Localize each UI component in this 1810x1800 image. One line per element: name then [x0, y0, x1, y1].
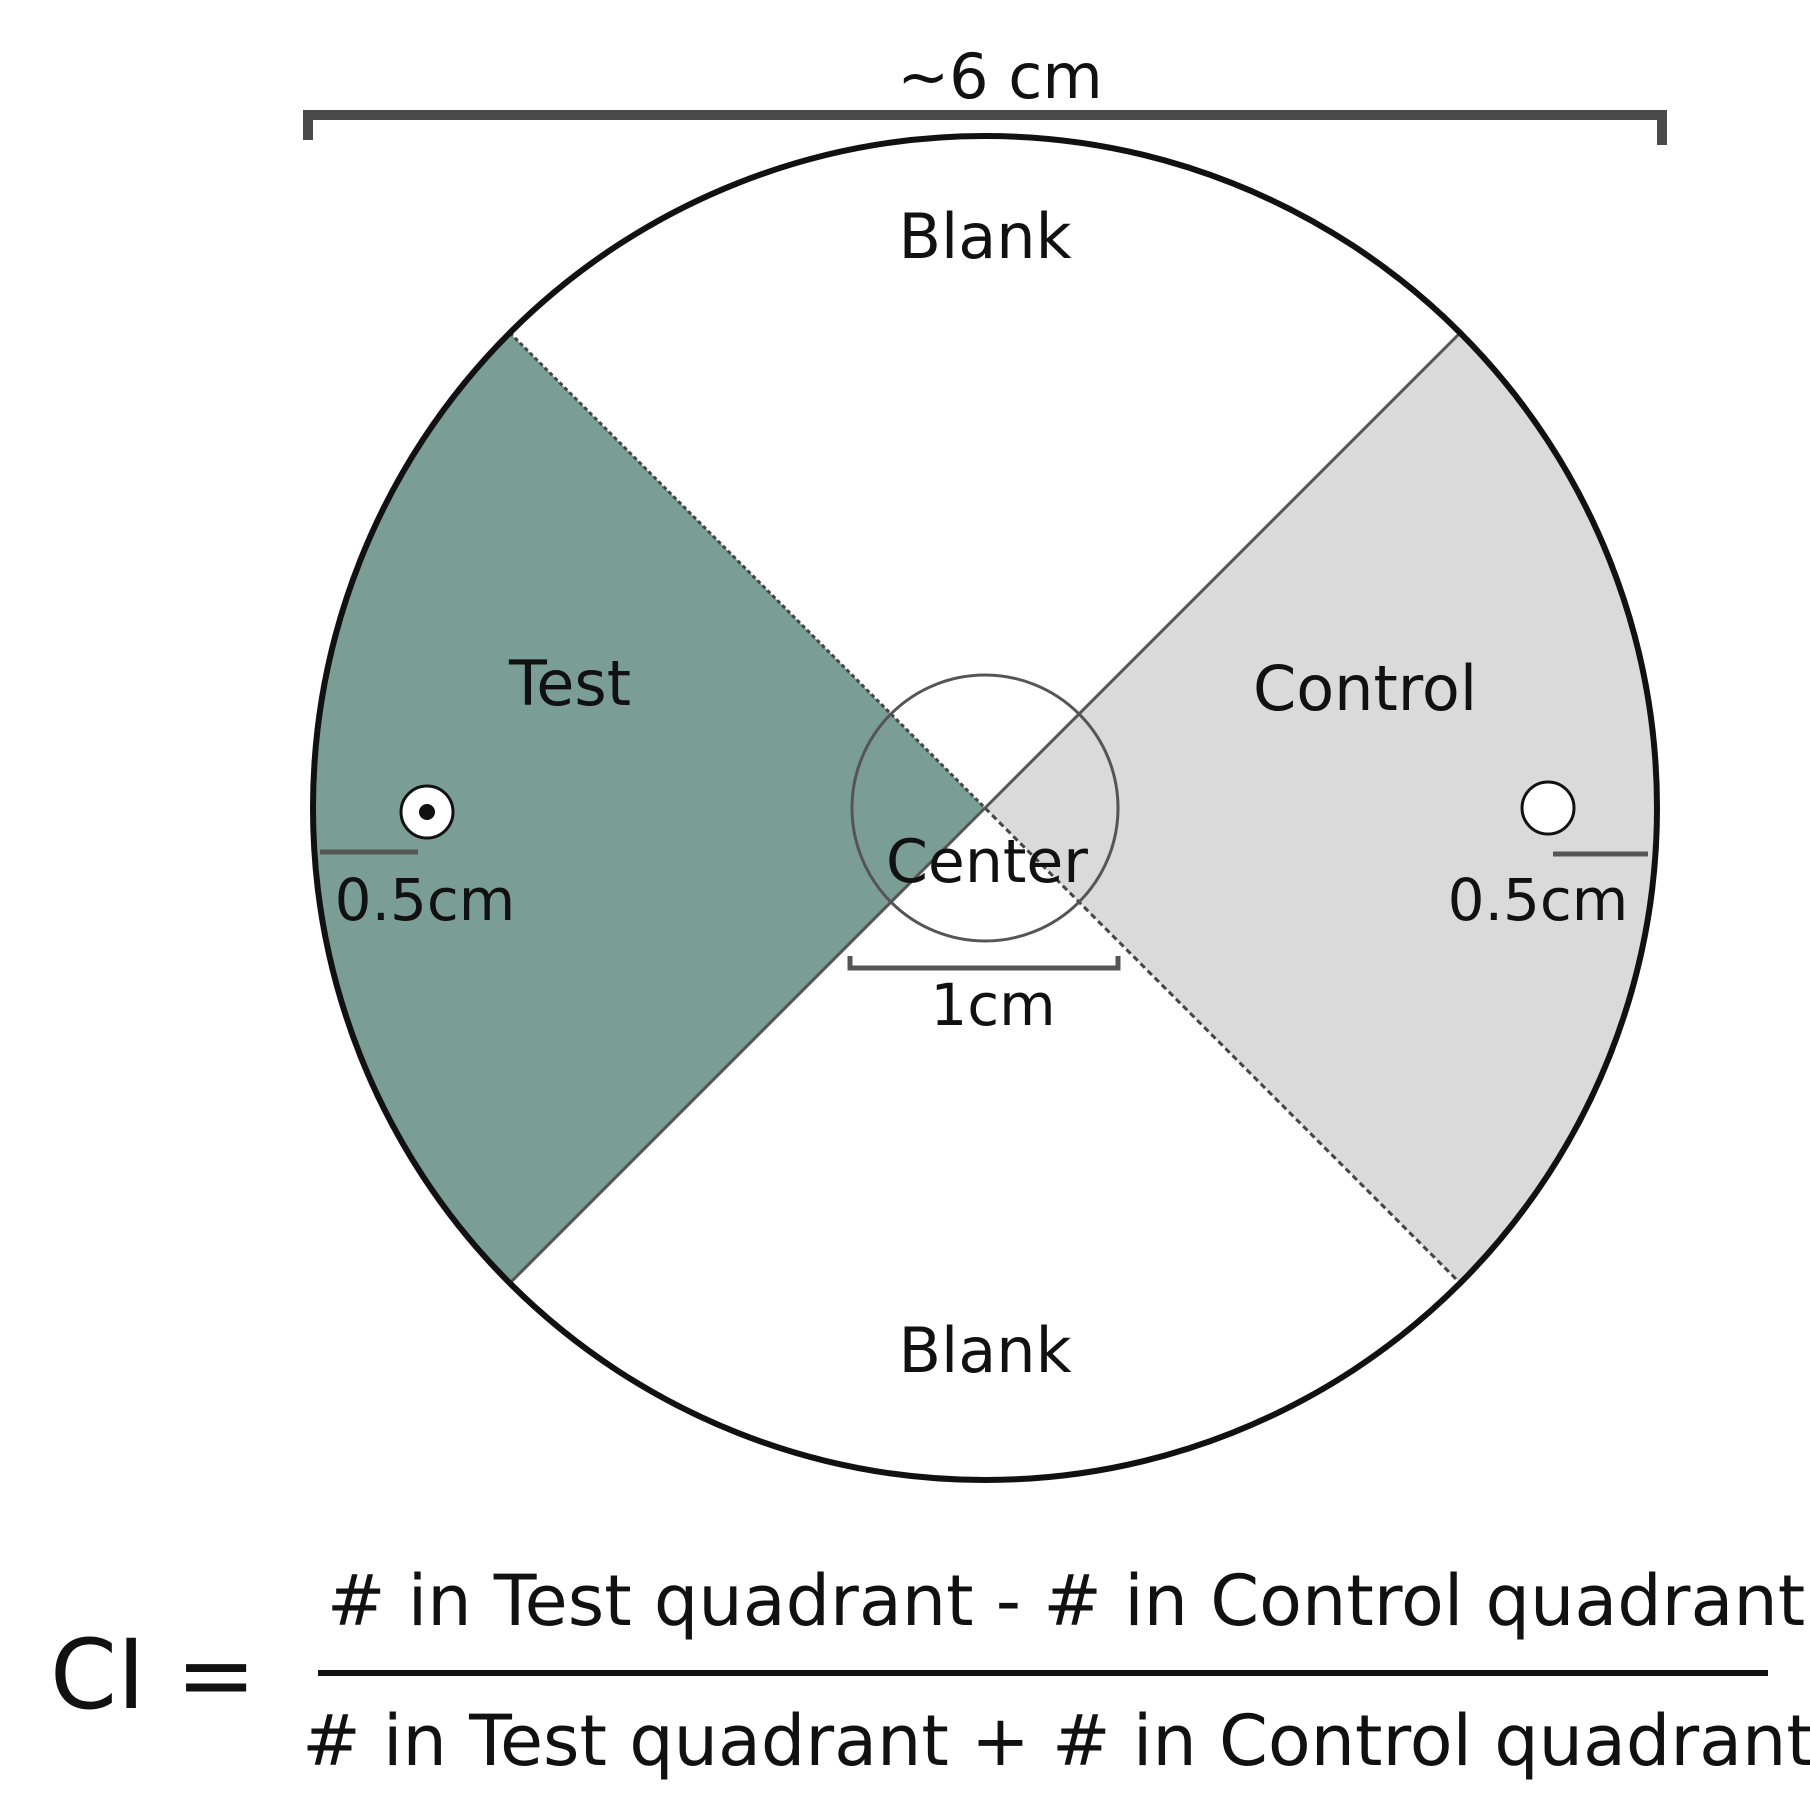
scale-bar-line: [303, 110, 1667, 145]
divider-line-lower-right: [983, 806, 1462, 1285]
blank-quadrant-bottom-label: Blank: [899, 1314, 1072, 1387]
plate-width-label: ~6 cm: [897, 40, 1103, 113]
center-circle: [850, 673, 1120, 943]
control-quadrant: [985, 333, 1657, 1283]
plate-outline: [310, 133, 1660, 1483]
center-diameter-bracket: [847, 956, 1121, 971]
test-spot-offset-label: 0.5cm: [335, 866, 516, 934]
center-region-label: Center: [886, 827, 1088, 897]
control-spot-icon: [1520, 780, 1576, 836]
plate-width-scale-bar: [303, 110, 1667, 145]
center-diameter-label: 1cm: [930, 971, 1055, 1039]
divider-line-upper-right: [983, 331, 1462, 810]
formula-lhs: CI =: [50, 1619, 256, 1731]
divider-line-lower-left: [508, 806, 987, 1285]
blank-quadrant-top-label: Blank: [899, 200, 1072, 273]
control-spot-offset-label: 0.5cm: [1448, 866, 1629, 934]
formula-denominator: # in Test quadrant + # in Control quadra…: [302, 1700, 1810, 1782]
test-quadrant: [313, 333, 986, 1283]
control-quadrant-label: Control: [1253, 652, 1477, 725]
test-quadrant-label: Test: [508, 647, 631, 720]
formula-numerator: # in Test quadrant - # in Control quadra…: [327, 1560, 1805, 1642]
test-spot-icon: [399, 784, 455, 840]
